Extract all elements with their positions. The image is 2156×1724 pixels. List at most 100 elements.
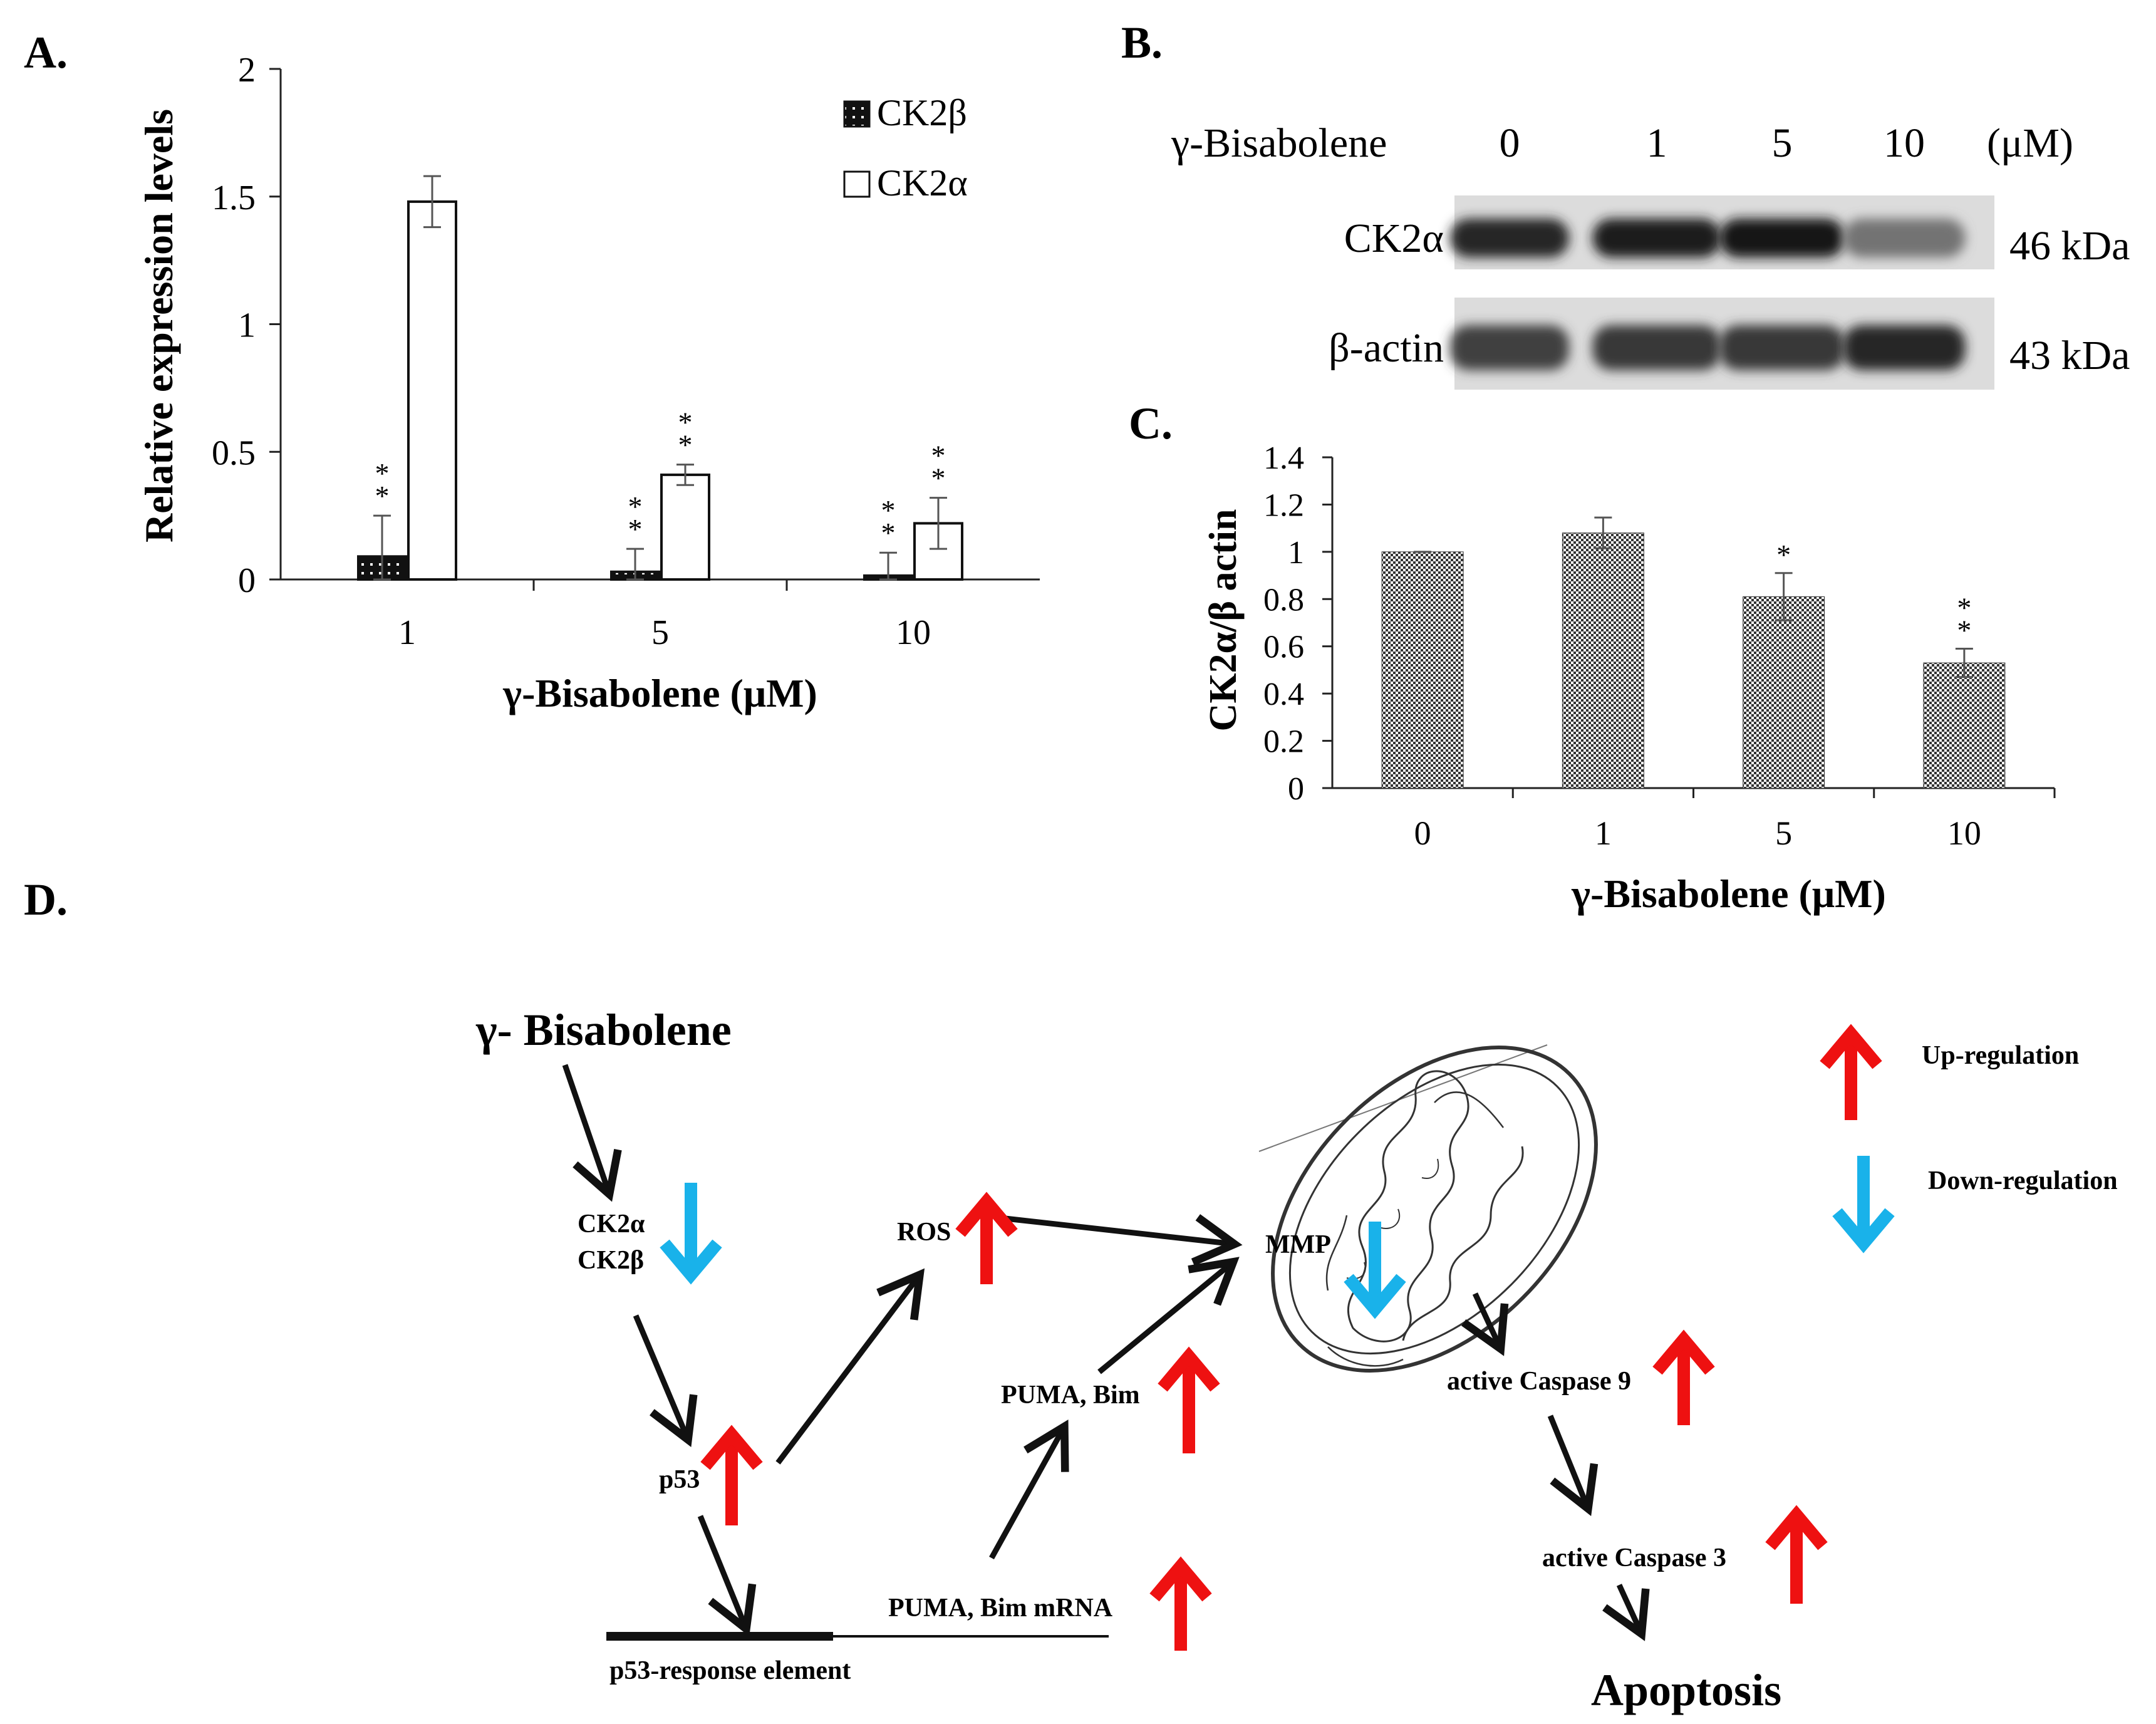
up-arrow-icon [1149, 1556, 1212, 1651]
band-ck2a [1592, 219, 1721, 257]
band-actin [1592, 325, 1721, 370]
regulation-arrows [660, 1024, 1895, 1651]
significance-marker: * [881, 517, 896, 549]
y-tick-label: 0 [1288, 771, 1304, 807]
band-ck2a [1450, 219, 1569, 257]
error-bar [373, 514, 391, 581]
down-arrow-icon [1832, 1156, 1895, 1254]
pathway-arrows [562, 1064, 1650, 1641]
significance-marker: * [881, 494, 896, 526]
band-actin [1843, 325, 1966, 370]
node-caspase3: active Caspase 3 [1542, 1544, 1726, 1572]
y-tick-label: 1.5 [212, 179, 256, 217]
node-puma-bim: PUMA, Bim [1001, 1381, 1140, 1410]
x-tick-label: 1 [398, 613, 416, 652]
node-response-element: p53-response element [609, 1656, 851, 1685]
error-bar [626, 548, 644, 581]
blot-size-label: 46 kDa [2009, 223, 2130, 269]
band-ck2a [1719, 219, 1845, 257]
up-arrow-icon [1765, 1505, 1828, 1604]
x-tick-label: 10 [1947, 814, 1981, 852]
node-ck2a: CK2α [578, 1210, 645, 1238]
y-tick-label: 0.8 [1263, 582, 1304, 618]
response-element-box [606, 1632, 833, 1641]
node-p53: p53 [659, 1465, 700, 1494]
y-tick-label: 0.5 [212, 434, 256, 472]
x-tick-label: 10 [896, 613, 931, 652]
panel-a: A. 00.511.521**5****10****γ-Bisabolene (… [24, 28, 1040, 715]
arrow-mrna-to-puma [989, 1420, 1069, 1560]
significance-marker: * [678, 407, 693, 439]
band-actin [1719, 325, 1845, 370]
legend-label: CK2α [877, 162, 968, 204]
y-tick-label: 1 [238, 306, 256, 345]
node-ros: ROS [897, 1218, 951, 1247]
down-arrow-icon [1344, 1222, 1406, 1319]
y-tick-label: 0.2 [1263, 724, 1304, 760]
up-arrow-icon [1820, 1024, 1882, 1120]
arrow-ros-to-mmp [1005, 1214, 1243, 1266]
arrow-caspase9-to-caspase3 [1547, 1415, 1599, 1517]
significance-marker: * [931, 440, 946, 472]
panel-a-chart: 00.511.521**5****10****γ-Bisabolene (μM)… [137, 51, 1040, 715]
x-tick-label: 1 [1595, 814, 1612, 852]
significance-marker: * [678, 429, 693, 461]
bar-ck2a [407, 200, 457, 581]
x-tick-label: 5 [651, 613, 669, 652]
y-tick-label: 1.4 [1263, 440, 1304, 476]
up-arrow-icon [700, 1425, 763, 1525]
legend-swatch [843, 100, 871, 128]
bar [1923, 662, 2006, 789]
dose-label: 0 [1500, 120, 1520, 166]
error-bar [1955, 647, 1973, 678]
blot-unit-label: (μM) [1987, 120, 2073, 166]
x-tick-label: 5 [1775, 814, 1792, 852]
legend-swatch [843, 170, 871, 198]
panel-d-label: D. [24, 875, 68, 925]
error-bar [423, 175, 441, 229]
bar-ck2a [660, 473, 710, 581]
blot-treatment-label: γ-Bisabolene [1171, 120, 1387, 166]
significance-marker: * [628, 513, 643, 545]
blot-row-label: CK2α [1344, 216, 1444, 261]
blot-size-label: 43 kDa [2009, 333, 2130, 378]
arrow-p53-to-response-element [697, 1515, 757, 1637]
x-tick-label: 0 [1414, 814, 1431, 852]
y-tick-label: 1.2 [1263, 487, 1304, 523]
dose-label: 1 [1647, 120, 1667, 166]
y-tick-label: 0.4 [1263, 677, 1304, 712]
significance-marker: * [1776, 539, 1791, 571]
arrow-caspase3-to-apoptosis [1602, 1584, 1650, 1641]
significance-marker: * [931, 462, 946, 494]
bar [1562, 532, 1644, 789]
dose-label: 10 [1884, 120, 1925, 166]
x-axis-title: γ-Bisabolene (μM) [1571, 871, 1886, 916]
node-mmp: MMP [1265, 1230, 1331, 1259]
arrow-bisabolene-to-ck2 [562, 1064, 622, 1202]
error-bar [1594, 516, 1612, 549]
arrow-p53-to-ros [775, 1268, 925, 1465]
y-axis-title: CK2α/β actin [1202, 509, 1245, 732]
x-axis-title: γ-Bisabolene (μM) [502, 671, 817, 715]
error-bar [1775, 572, 1793, 621]
y-tick-label: 0 [238, 561, 256, 600]
significance-marker: * [628, 491, 643, 522]
up-arrow-icon [1652, 1329, 1715, 1425]
legend-down-label: Down-regulation [1928, 1166, 2118, 1195]
arrow-ck2-to-p53 [633, 1314, 698, 1447]
error-bar [879, 551, 897, 581]
y-tick-label: 0.6 [1263, 630, 1304, 665]
y-tick-label: 1 [1288, 535, 1304, 571]
arrow-puma-to-mmp [1097, 1257, 1240, 1374]
significance-marker: * [1957, 591, 1971, 623]
significance-marker: * [1957, 614, 1971, 646]
mitochondrion-icon [1258, 1044, 1598, 1373]
error-bar [676, 464, 694, 486]
panel-d: D. [24, 875, 2118, 1715]
y-axis-title: Relative expression levels [137, 109, 181, 543]
legend-label: CK2β [877, 92, 967, 133]
